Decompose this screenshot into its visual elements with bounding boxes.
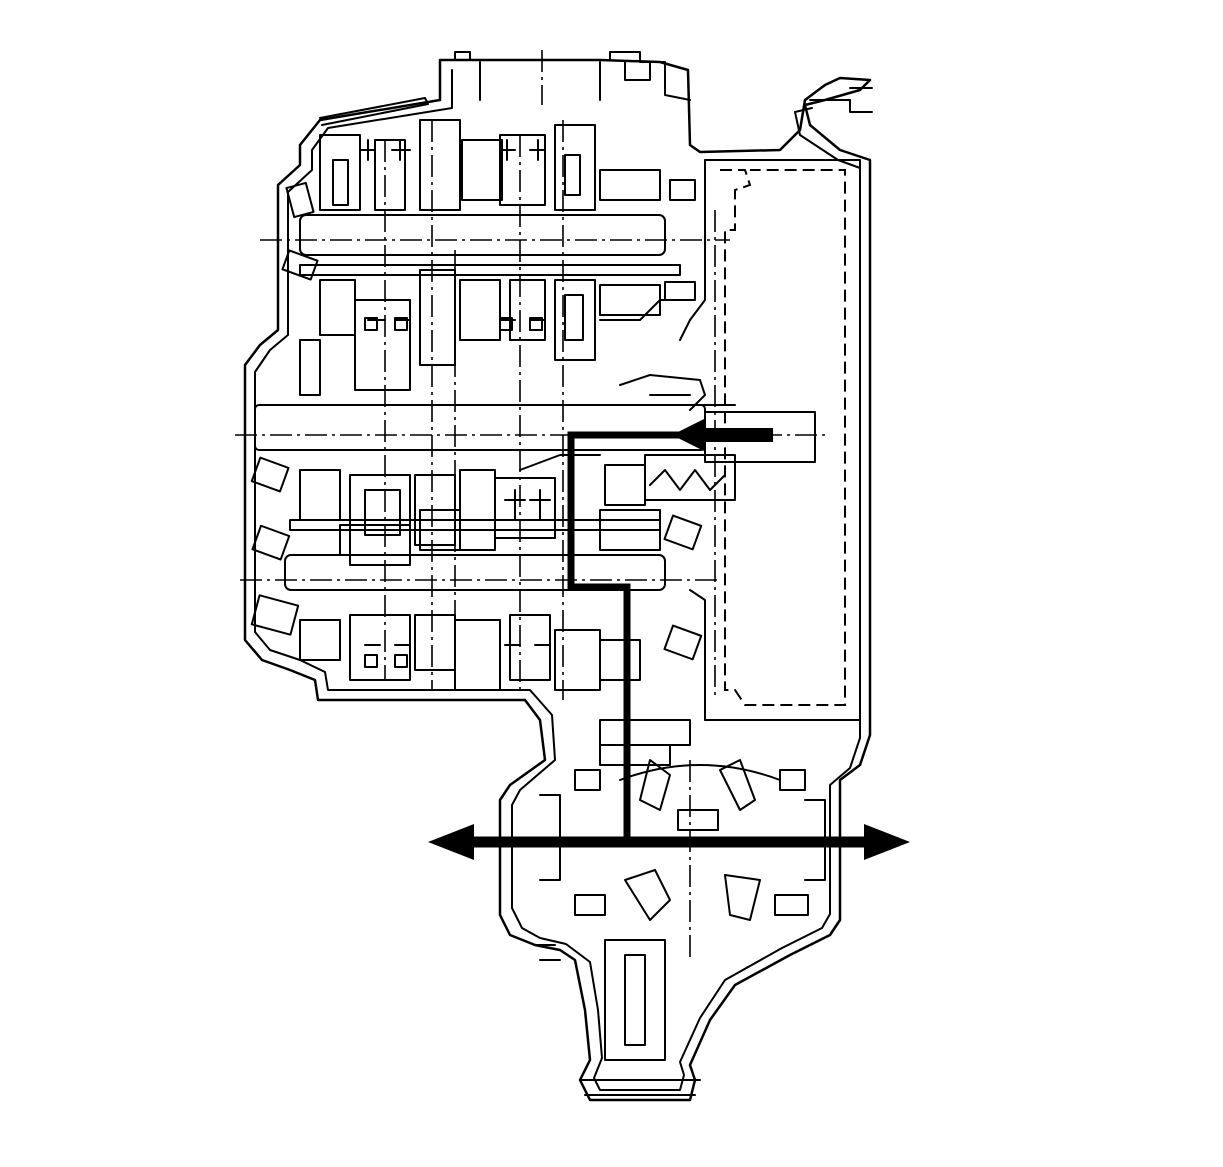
upper-gear-cluster xyxy=(260,119,730,276)
transaxle-housing xyxy=(243,51,873,1102)
fifth-gear-cluster xyxy=(250,594,703,691)
third-gear-cluster xyxy=(250,454,736,566)
input-arrow-icon xyxy=(672,418,773,452)
input-shaft xyxy=(235,374,830,463)
bell-housing-dashed-outline xyxy=(679,159,861,721)
vertical-centerlines xyxy=(384,50,716,700)
fourth-gear-cluster xyxy=(240,509,720,591)
second-gear-cluster xyxy=(281,249,696,396)
power-flow-path xyxy=(470,431,870,848)
lower-pinion-housing xyxy=(534,939,701,1096)
right-output-arrow-icon xyxy=(864,824,910,860)
left-output-arrow-icon xyxy=(428,824,474,860)
